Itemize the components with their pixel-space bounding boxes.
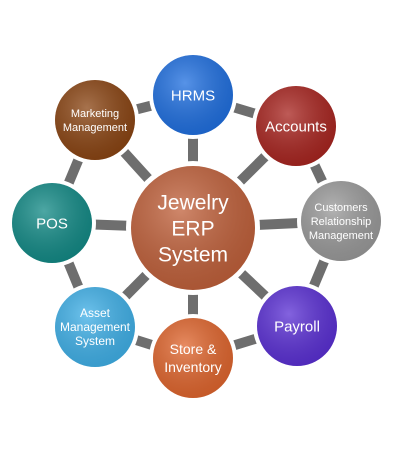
module-node-shading: [153, 318, 233, 398]
module-node-label-line: Payroll: [274, 318, 320, 335]
module-node-accounts[interactable]: Accounts: [252, 82, 340, 170]
center-node-shading: [131, 166, 255, 290]
module-node-shading: [256, 86, 336, 166]
module-node-payroll[interactable]: Payroll: [253, 282, 341, 370]
module-node-label-line: Inventory: [164, 359, 222, 375]
center-node-label-line: System: [158, 243, 228, 266]
module-node-label-line: Accounts: [265, 118, 327, 135]
module-node-label-line: Store &: [170, 341, 217, 357]
module-node-shading: [12, 183, 92, 263]
center-node-label-line: ERP: [171, 217, 214, 240]
module-node-label-line: Asset: [80, 306, 111, 320]
module-node-shading: [301, 181, 381, 261]
module-node-label-line: Marketing: [71, 108, 119, 120]
module-node-shading: [55, 80, 135, 160]
module-node-shading: [257, 286, 337, 366]
module-node-label-line: Management: [309, 230, 373, 242]
module-node-label-line: Relationship: [311, 216, 372, 228]
module-node-label-line: Management: [60, 320, 131, 334]
module-node-shading: [153, 55, 233, 135]
module-node-label-line: System: [75, 334, 115, 348]
module-node-label-line: HRMS: [171, 87, 215, 104]
module-node-label-line: Customers: [314, 202, 368, 214]
module-node-label-line: POS: [36, 215, 68, 232]
center-node-label-line: Jewelry: [157, 191, 229, 214]
module-node-label-line: Management: [63, 122, 127, 134]
module-node-store-inventory[interactable]: Store & Inventory: [149, 314, 237, 402]
module-node-hrms[interactable]: HRMS: [149, 51, 237, 139]
module-node-shading: [55, 287, 135, 367]
module-nodes: HRMSAccountsCustomersRelationshipManagem…: [8, 51, 385, 402]
module-node-pos[interactable]: POS: [8, 179, 96, 267]
